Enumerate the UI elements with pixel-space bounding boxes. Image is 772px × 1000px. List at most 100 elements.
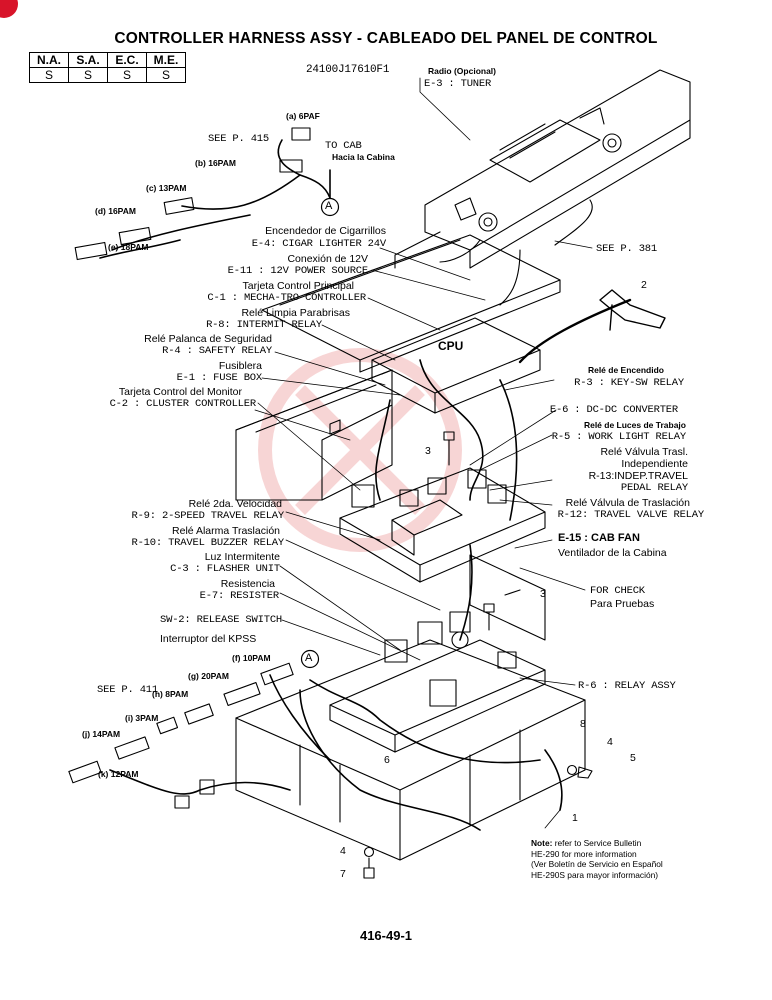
code-value-sa: S: [68, 67, 108, 83]
connector-f: [260, 662, 294, 686]
mecha-es: Tarjeta Control Principal: [242, 280, 354, 292]
resist-es: Resistencia: [220, 578, 275, 590]
safety-es: Relé Palanca de Seguridad: [144, 333, 272, 345]
callout-7: 7: [340, 868, 346, 880]
wire-harness: [99, 139, 563, 831]
callout-4-bottom: 4: [340, 845, 346, 857]
cabfan-code: E-15 : CAB FAN: [558, 532, 640, 544]
note-line2: HE-290 for more information: [531, 848, 637, 859]
note-line1: refer to Service Bulletin: [552, 838, 642, 848]
dashboard-console: [424, 69, 691, 269]
dcdc-code: E-6 : DC-DC CONVERTER: [549, 404, 678, 416]
worklight-es: Relé de Luces de Trabajo: [583, 420, 686, 430]
worklight-code: R-5 : WORK LIGHT RELAY: [551, 431, 686, 443]
leader-lines: [254, 77, 593, 829]
connector-d: [118, 226, 152, 246]
connector-a-label: (a) 6PAF: [286, 111, 320, 121]
callout-5: 5: [630, 752, 636, 764]
indep-es2: Independiente: [621, 458, 688, 470]
connector-b: [279, 159, 303, 173]
washer-4b: [566, 764, 578, 776]
connector-a: [291, 127, 311, 141]
travelv-es: Relé Válvula de Traslación: [565, 497, 690, 509]
indep-es1: Relé Válvula Trasl.: [600, 446, 688, 458]
connector-g-label: (g) 20PAM: [188, 671, 229, 681]
bolt-7: [363, 857, 375, 879]
controller-tray: [261, 234, 561, 373]
connector-b-label: (b) 16PAM: [195, 158, 236, 168]
radio-code: E-3 : TUNER: [424, 78, 492, 90]
lever-harness: [518, 298, 632, 364]
indep-code2: PEDAL RELAY: [620, 482, 688, 494]
connector-i-label: (i) 3PAM: [125, 713, 159, 723]
release-code: SW-2: RELEASE SWITCH: [160, 614, 283, 626]
cluster-code: C-2 : CLUSTER CONTROLLER: [109, 398, 257, 410]
callout-3-upper: 3: [425, 445, 431, 457]
check-es: Para Pruebas: [590, 598, 655, 610]
cluster-es: Tarjeta Control del Monitor: [118, 386, 242, 398]
see-p411: SEE P. 411: [97, 684, 159, 696]
resist-code: E-7: RESISTER: [199, 590, 280, 602]
connector-j: [114, 736, 150, 760]
note-line4: HE-290S para mayor información): [531, 869, 659, 880]
connector-d-label: (d) 16PAM: [95, 206, 136, 216]
nut-5: [577, 766, 593, 779]
safety-code: R-4 : SAFETY RELAY: [162, 345, 272, 357]
hacia-cabina: Hacia la Cabina: [332, 152, 395, 162]
callout-2: 2: [641, 279, 647, 291]
callout-3-lower: 3: [540, 588, 546, 600]
note-lead: Note:: [531, 838, 553, 848]
wiper-es: Relé Limpia Parabrisas: [241, 307, 350, 319]
washer-4: [363, 846, 375, 858]
cabfan-es: Ventilador de la Cabina: [558, 547, 667, 559]
market-code-table: N.A. S.A. E.C. M.E. S S S S: [29, 52, 186, 83]
connector-e: [74, 241, 108, 261]
relay-panel: [339, 467, 546, 583]
bolt-3-upper: [443, 431, 455, 466]
indep-code1: R-13:INDEP.TRAVEL: [588, 470, 688, 482]
connector-k: [68, 760, 102, 784]
see-p415: SEE P. 415: [208, 133, 270, 145]
bolt-3-lower: [483, 603, 495, 631]
brand-corner-mark: [0, 0, 18, 18]
keysw-es: Relé de Encendido: [587, 365, 664, 375]
callout-6: 6: [384, 754, 390, 766]
callout-4-right: 4: [607, 736, 613, 748]
relayassy-code: R-6 : RELAY ASSY: [578, 680, 676, 692]
note-line3: (Ver Boletín de Servicio en Español: [531, 859, 663, 869]
connector-e-label: (e) 18PAM: [108, 242, 149, 252]
speed-es: Relé 2da. Velocidad: [188, 498, 282, 510]
cig-es: Encendedor de Cigarrillos: [265, 225, 386, 237]
code-header-sa: S.A.: [68, 52, 108, 68]
lower-relay-assy: [384, 611, 517, 707]
cig-code: E-4: CIGAR LIGHTER 24V: [251, 238, 386, 250]
mecha-code: C-1 : MECHA-TRO CONTROLLER: [207, 292, 366, 304]
callout-1: 1: [572, 812, 578, 824]
flasher-es: Luz Intermitente: [204, 551, 280, 563]
keysw-code: R-3 : KEY-SW RELAY: [574, 377, 684, 389]
connector-h-label: (h) 8PAM: [152, 689, 189, 699]
connector-k-label: (k) 12PAM: [98, 769, 139, 779]
speed-code: R-9: 2-SPEED TRAVEL RELAY: [131, 510, 284, 522]
connector-i: [156, 716, 179, 735]
flasher-code: C-3 : FLASHER UNIT: [170, 563, 280, 575]
connector-c: [163, 197, 195, 215]
fuse-code: E-1 : FUSE BOX: [176, 372, 263, 384]
mecha-tro-controller-box: [371, 317, 541, 414]
pwr-es: Conexión de 12V: [287, 253, 368, 265]
buzzer-es: Relé Alarma Traslación: [172, 525, 280, 537]
marker-a-top: [320, 197, 340, 217]
check-en: FOR CHECK: [590, 585, 645, 597]
page-title: CONTROLLER HARNESS ASSY - CABLEADO DEL P…: [114, 30, 658, 47]
base-frame: [235, 554, 586, 861]
see-p381: SEE P. 381: [596, 243, 658, 255]
release-es: Interruptor del KPSS: [160, 633, 257, 645]
safety-lever: [599, 289, 666, 331]
marker-a-bottom: [300, 649, 320, 669]
marker-a-top-label: A: [325, 200, 333, 212]
pwr-code: E-11 : 12V POWER SOURCE: [227, 265, 369, 277]
to-cab: TO CAB: [325, 140, 362, 152]
fuse-es: Fusiblera: [218, 360, 262, 372]
part-number: 24100J17610F1: [306, 64, 390, 76]
